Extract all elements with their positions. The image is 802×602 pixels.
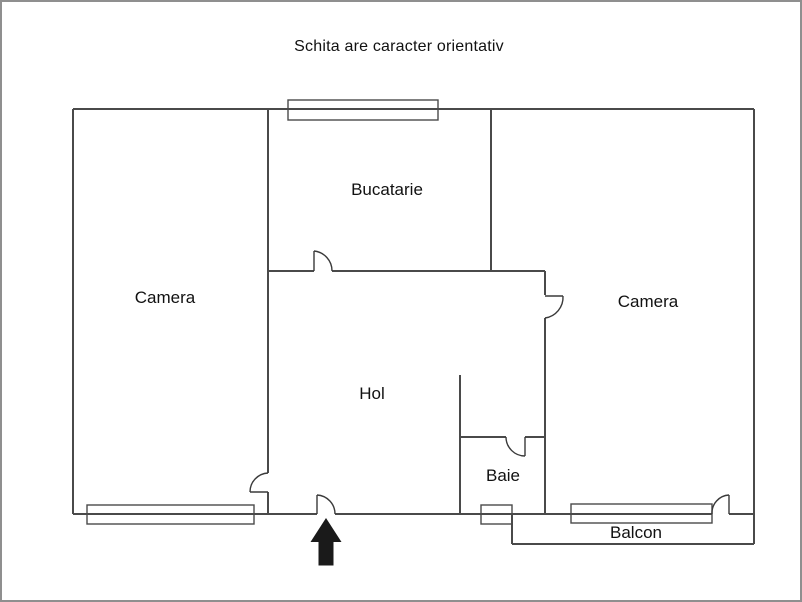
window-baie-bottom <box>480 504 513 525</box>
page-title: Schita are caracter orientativ <box>294 38 504 55</box>
entrance-arrow-icon <box>310 518 342 566</box>
room-label-camera-right: Camera <box>617 292 679 311</box>
door-camera-left <box>249 472 269 493</box>
room-label-hol: Hol <box>359 384 385 403</box>
door-bucatarie <box>313 250 333 272</box>
room-label-bucatarie: Bucatarie <box>351 180 423 199</box>
door-balcon <box>711 494 730 515</box>
door-baie <box>505 436 526 457</box>
window-bucatarie-top <box>287 99 439 121</box>
room-label-balcon: Balcon <box>610 523 662 542</box>
walls <box>72 108 755 545</box>
window-camera-left-bottom <box>86 504 255 525</box>
door-camera-right <box>544 295 564 319</box>
room-label-baie: Baie <box>485 466 521 485</box>
room-label-camera-left: Camera <box>134 288 196 307</box>
doors <box>249 250 730 515</box>
door-entrance <box>316 494 336 515</box>
windows <box>86 99 713 525</box>
